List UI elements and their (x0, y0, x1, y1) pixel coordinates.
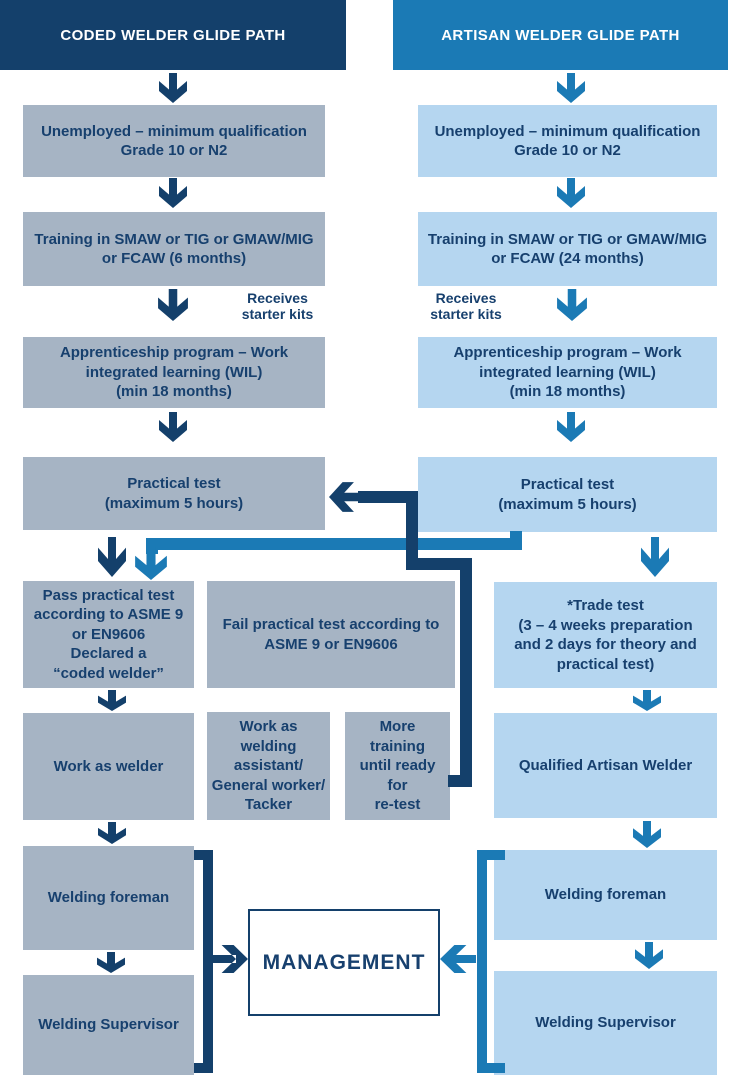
down-arrow-icon (633, 821, 661, 848)
right-arrow-icon (212, 945, 248, 973)
down-arrow-icon (635, 942, 663, 969)
connector-segment (194, 850, 213, 860)
down-arrow-icon (98, 690, 126, 711)
connector-segment (194, 1063, 213, 1073)
down-arrow-icon (557, 289, 587, 321)
down-arrow-icon (557, 178, 585, 208)
starter-kits-note-artisan: Receives starter kits (430, 290, 502, 323)
connector-segment (358, 491, 418, 503)
fail-test-box: Fail practical test according to ASME 9 … (207, 581, 455, 688)
welding-assistant-box: Work as welding assistant/ General worke… (207, 712, 330, 820)
coded-node-pass-test: Pass practical test according to ASME 9 … (23, 581, 194, 688)
down-arrow-icon (557, 73, 585, 103)
artisan-node-welding-foreman: Welding foreman (494, 850, 717, 940)
down-arrow-icon (135, 547, 167, 580)
left-arrow-icon (329, 482, 363, 512)
down-arrow-icon (98, 537, 126, 577)
more-training-box: More training until ready for re-test (345, 712, 450, 820)
artisan-node-practical-test: Practical test (maximum 5 hours) (418, 457, 717, 532)
coded-node-apprenticeship: Apprenticeship program – Work integrated… (23, 337, 325, 408)
coded-path-header: CODED WELDER GLIDE PATH (0, 0, 346, 70)
coded-node-practical-test: Practical test (maximum 5 hours) (23, 457, 325, 530)
connector-segment (448, 775, 462, 787)
down-arrow-icon (633, 690, 661, 711)
connector-segment (460, 558, 472, 787)
coded-node-welding-supervisor: Welding Supervisor (23, 975, 194, 1075)
artisan-node-training: Training in SMAW or TIG or GMAW/MIG or F… (418, 212, 717, 286)
connector-segment (477, 850, 487, 1073)
connector-segment (146, 538, 522, 550)
down-arrow-icon (158, 289, 188, 321)
down-arrow-icon (159, 73, 187, 103)
connector-segment (203, 850, 213, 1073)
management-box: MANAGEMENT (248, 909, 440, 1016)
coded-node-work-as-welder: Work as welder (23, 713, 194, 820)
down-arrow-icon (98, 822, 126, 844)
artisan-node-welding-supervisor: Welding Supervisor (494, 971, 717, 1075)
connector-segment (487, 1063, 505, 1073)
artisan-path-header: ARTISAN WELDER GLIDE PATH (393, 0, 728, 70)
connector-segment (406, 491, 418, 570)
coded-node-unemployed: Unemployed – minimum qualification Grade… (23, 105, 325, 177)
connector-segment (487, 850, 505, 860)
artisan-node-qualified-welder: Qualified Artisan Welder (494, 713, 717, 818)
down-arrow-icon (159, 412, 187, 442)
artisan-node-apprenticeship: Apprenticeship program – Work integrated… (418, 337, 717, 408)
down-arrow-icon (557, 412, 585, 442)
artisan-node-unemployed: Unemployed – minimum qualification Grade… (418, 105, 717, 177)
down-arrow-icon (159, 178, 187, 208)
down-arrow-icon (641, 537, 669, 577)
coded-node-training: Training in SMAW or TIG or GMAW/MIG or F… (23, 212, 325, 286)
artisan-node-trade-test: *Trade test (3 – 4 weeks preparation and… (494, 582, 717, 688)
coded-node-welding-foreman: Welding foreman (23, 846, 194, 950)
connector-segment (406, 558, 472, 570)
left-arrow-icon (440, 945, 476, 973)
down-arrow-icon (97, 952, 125, 973)
starter-kits-note-coded: Receives starter kits (241, 290, 314, 323)
